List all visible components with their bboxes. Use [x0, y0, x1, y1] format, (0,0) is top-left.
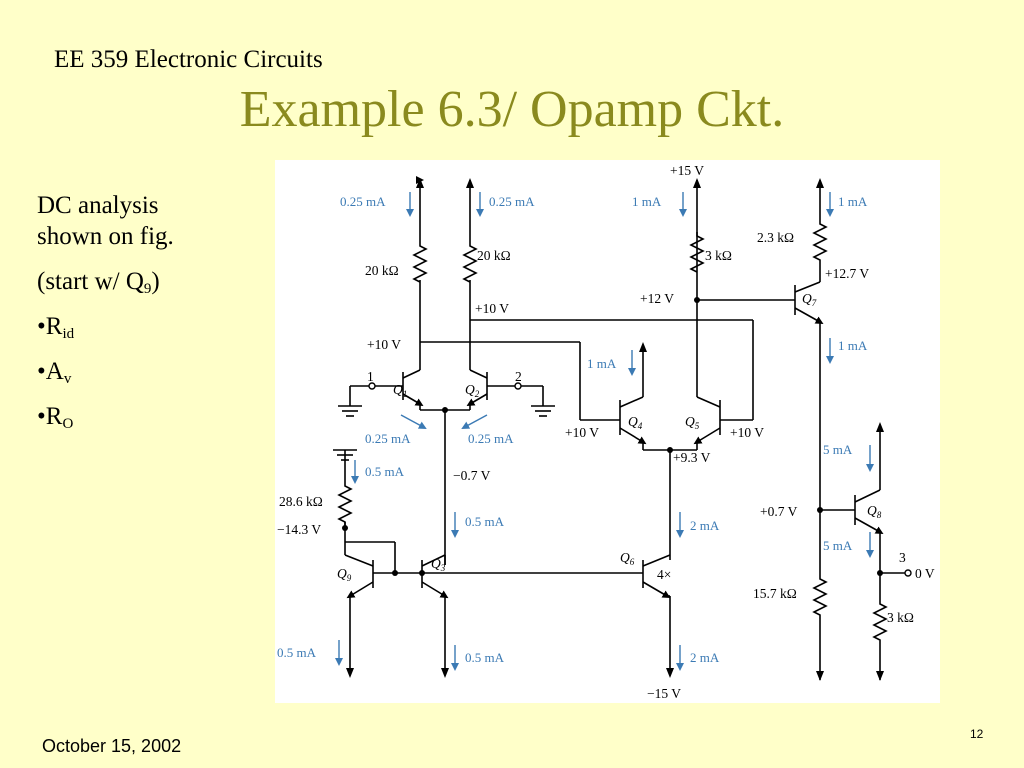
label-i-1ma-c: 1 mA [838, 338, 868, 353]
label-i-05-a: 0.5 mA [365, 464, 405, 479]
notes-line-2: shown on fig. [37, 223, 174, 250]
diff-pair-q4-q5 [619, 180, 721, 560]
label-v-p12: +12 V [640, 291, 674, 306]
transistor-q1 [338, 369, 424, 417]
label-r-28-6k: 28.6 kΩ [279, 494, 323, 509]
page-number: 12 [970, 727, 984, 741]
label-i-2ma-b: 2 mA [690, 650, 720, 665]
label-i-5ma-b: 5 mA [823, 538, 853, 553]
transistor-q6 [642, 554, 671, 668]
label-q3: Q3 [431, 556, 446, 573]
label-i-05-c: 0.5 mA [277, 645, 317, 660]
label-q5: Q5 [685, 414, 700, 431]
notes-start-with: (start w/ Q9) [37, 266, 272, 297]
label-q9: Q9 [337, 566, 352, 583]
label-v-p10-a: +10 V [367, 337, 401, 352]
bullet-ro-main: •R [37, 403, 63, 430]
notes-start-suffix: ) [151, 268, 160, 295]
label-supply-neg: −15 V [647, 686, 681, 701]
label-r-20k-right: 20 kΩ [477, 248, 511, 263]
transistor-q2 [466, 369, 555, 417]
label-r-20k-left: 20 kΩ [365, 263, 399, 278]
bullet-rid: •Rid [37, 311, 272, 342]
arrow-up-right [466, 178, 474, 188]
label-v-p10-d: +10 V [730, 425, 764, 440]
bullet-rid-sub: id [62, 326, 75, 342]
label-i-1ma-a: 1 mA [632, 194, 662, 209]
notes-line-1: DC analysis [37, 192, 159, 219]
bullet-rid-main: •R [37, 313, 63, 340]
label-i-025-a: 0.25 mA [340, 194, 386, 209]
label-i-025-b: 0.25 mA [489, 194, 535, 209]
label-i-1ma-b: 1 mA [838, 194, 868, 209]
label-q7: Q7 [802, 291, 817, 308]
bullet-av-sub: v [63, 371, 72, 387]
label-i-05-d: 0.5 mA [465, 650, 505, 665]
label-q1: Q1 [393, 382, 407, 399]
current-arrows [335, 192, 874, 671]
label-v-p0-7: +0.7 V [760, 504, 798, 519]
bullet-av-main: •A [37, 358, 64, 385]
label-v-m14-3: −14.3 V [277, 522, 321, 537]
label-i-2ma-a: 2 mA [690, 518, 720, 533]
transistor-q7 [794, 178, 828, 680]
resistor-20k-left [412, 242, 428, 283]
resistor-20k-right [462, 242, 478, 283]
label-i-1ma-d: 1 mA [587, 356, 617, 371]
label-output-3: 3 [899, 550, 906, 565]
label-i-05-b: 0.5 mA [465, 514, 505, 529]
label-v-0v: 0 V [915, 566, 935, 581]
label-input-1: 1 [367, 369, 374, 384]
label-q8: Q8 [867, 503, 882, 520]
label-i-5ma-a: 5 mA [823, 442, 853, 457]
bullet-ro: •RO [37, 401, 272, 432]
current-mirror-q9-q3 [333, 449, 643, 668]
label-r-3k: 3 kΩ [705, 248, 732, 263]
label-q4: Q4 [628, 414, 643, 431]
arrow-up-left [416, 178, 424, 188]
notes-dc-analysis: DC analysis shown on fig. [37, 190, 272, 252]
course-name: EE 359 Electronic Circuits [54, 46, 323, 73]
label-supply-pos: +15 V [670, 163, 704, 178]
label-v-p12-7: +12.7 V [825, 266, 869, 281]
opamp-circuit-figure: +15 V −15 V 20 kΩ 20 kΩ 3 kΩ 2.3 kΩ 28.6… [275, 160, 940, 703]
label-r-3k-out: 3 kΩ [887, 610, 914, 625]
footer-date: October 15, 2002 [42, 736, 182, 756]
label-v-p10-c: +10 V [565, 425, 599, 440]
diff-pair-wiring [419, 180, 754, 421]
bullet-ro-sub: O [62, 416, 74, 432]
label-v-p10-b: +10 V [475, 301, 509, 316]
label-v-m0-7: −0.7 V [453, 468, 491, 483]
label-r-15-7k: 15.7 kΩ [753, 586, 797, 601]
notes-start-prefix: (start w/ Q [37, 268, 144, 295]
label-q6: Q6 [620, 550, 635, 567]
notes-panel: DC analysis shown on fig. (start w/ Q9) … [37, 190, 272, 446]
label-ratio-4x: 4× [657, 567, 671, 582]
notes-start-sub: 9 [143, 281, 152, 297]
resistor-3k [689, 232, 705, 273]
label-input-2: 2 [515, 369, 522, 384]
bullet-av: •Av [37, 356, 272, 387]
circuit-schematic: +15 V −15 V 20 kΩ 20 kΩ 3 kΩ 2.3 kΩ 28.6… [277, 163, 935, 701]
label-i-025-c: 0.25 mA [365, 431, 411, 446]
slide-title: Example 6.3/ Opamp Ckt. [239, 81, 785, 138]
label-v-p9-3: +9.3 V [673, 450, 711, 465]
label-i-025-d: 0.25 mA [468, 431, 514, 446]
label-q2: Q2 [465, 382, 480, 399]
label-r-2-3k: 2.3 kΩ [757, 230, 794, 245]
